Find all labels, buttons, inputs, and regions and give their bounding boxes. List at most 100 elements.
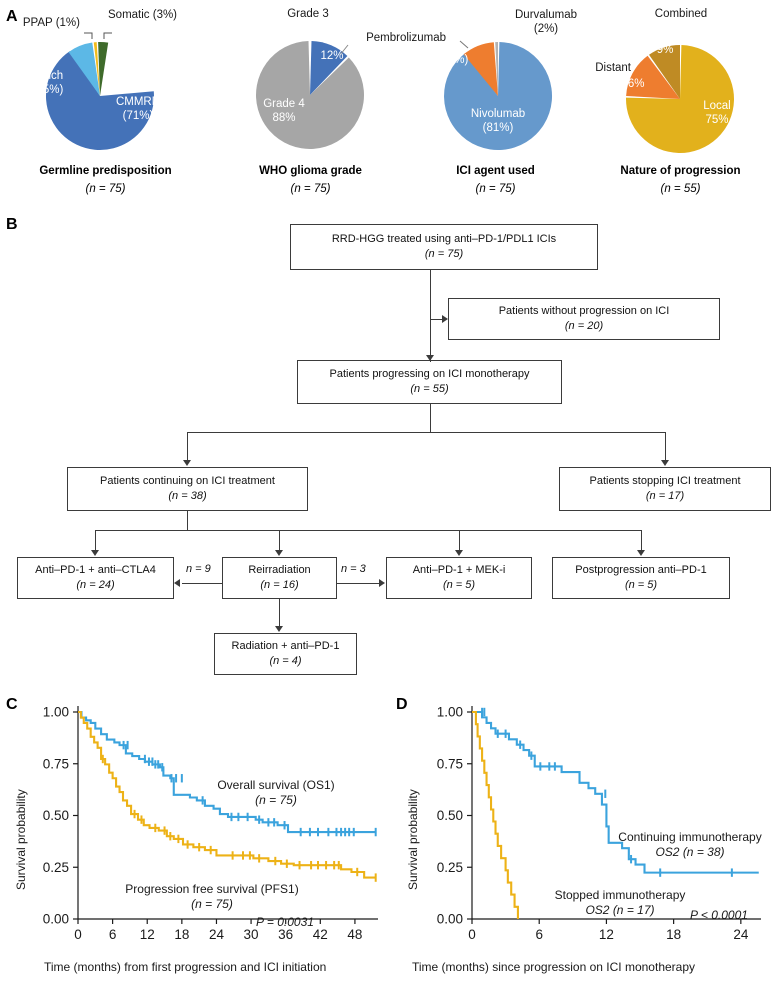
flow-box-no-progression-line2: (n = 20) xyxy=(564,320,604,332)
flow-box-continuing-line2: (n = 38) xyxy=(168,490,207,502)
pie-label-local-name: Local xyxy=(703,100,731,112)
y-tick-label: 0.00 xyxy=(437,912,463,927)
y-tick-label: 0.75 xyxy=(437,756,463,771)
slice-grade-3 xyxy=(310,41,348,95)
flow-box-postprogression-line2: (n = 5) xyxy=(624,579,658,591)
edge-label-reirr-to-ctla4: n = 9 xyxy=(186,563,211,575)
panel-d-annot-stopped-line2: OS2 (n = 17) xyxy=(585,903,655,917)
pie-label-cmmrd-name: CMMRD xyxy=(115,96,161,108)
pie-label-pembrolizumab: Pembrolizumab xyxy=(366,32,446,44)
leader-line-pembrolizumab xyxy=(459,40,469,49)
pie-label-lynch-pct: (25%) xyxy=(32,83,64,96)
connector-reirr-to-ctla4 xyxy=(182,583,222,585)
panel-d-annot-continuing-line2: OS2 (n = 38) xyxy=(655,845,725,859)
panel-a-letter: A xyxy=(6,8,18,25)
panel-d-letter: D xyxy=(396,696,408,713)
connector-progressing-down xyxy=(430,404,432,432)
km-curve xyxy=(78,710,376,879)
arrow-into-continuing xyxy=(183,460,191,466)
arrow-into-ctla4-from-reirr xyxy=(174,579,180,587)
arrow-into-stopping xyxy=(661,460,669,466)
flow-box-stopping: Patients stopping ICI treatment (n = 17) xyxy=(559,467,771,511)
flow-box-postprogression: Postprogression anti–PD-1 (n = 5) xyxy=(552,557,730,599)
pie-progression-graphic xyxy=(583,0,778,160)
km-curve xyxy=(472,710,519,919)
flow-box-stopping-line2: (n = 17) xyxy=(645,490,685,502)
pie-label-durvalumab-name: Durvalumab xyxy=(515,9,577,21)
pie-label-pembrolizumab-pct: (17%) xyxy=(437,54,469,66)
connector-split-bus xyxy=(187,432,665,434)
flow-box-root-line1: RRD-HGG treated using anti–PD-1/PDL1 ICI… xyxy=(331,233,557,246)
slice-ppap xyxy=(93,42,100,96)
flow-box-no-progression: Patients without progression on ICI (n =… xyxy=(448,298,720,340)
flow-box-radiation-pd1-line2: (n = 4) xyxy=(269,655,302,667)
pie-label-local-pct: 75% xyxy=(705,113,729,126)
connector-to-stopping xyxy=(665,432,667,460)
pie-who-graphic xyxy=(213,0,408,160)
flow-box-meki-line1: Anti–PD-1 + MEK-i xyxy=(412,564,506,577)
x-tick-label: 24 xyxy=(733,927,749,942)
connector-therapy-bus xyxy=(95,530,641,532)
pie-progression-svg xyxy=(626,45,735,154)
y-tick-label: 0.50 xyxy=(437,808,463,823)
x-tick-label: 30 xyxy=(244,927,259,942)
flow-box-continuing: Patients continuing on ICI treatment (n … xyxy=(67,467,308,511)
panel-d-annotation-continuing: Continuing immunotherapy OS2 (n = 38) xyxy=(602,830,778,860)
leader-line-somatic xyxy=(103,32,112,39)
x-tick-label: 24 xyxy=(209,927,225,942)
connector-to-meki xyxy=(459,530,461,550)
panel-d-annot-stopped-line1: Stopped immunotherapy xyxy=(554,888,686,902)
pie-who-n: (n = 75) xyxy=(290,183,331,195)
arrow-into-postprogression xyxy=(637,550,645,556)
leader-line-ppap xyxy=(84,32,93,39)
panel-c-annot-pfs1-line2: (n = 75) xyxy=(191,897,233,911)
flow-box-stopping-line1: Patients stopping ICI treatment xyxy=(589,475,741,488)
slice-nivolumab xyxy=(444,42,553,151)
flow-box-reirradiation-line1: Reirradiation xyxy=(248,564,311,577)
pie-label-grade-4-pct: 88% xyxy=(272,111,296,124)
connector-reirr-to-meki xyxy=(337,583,379,585)
connector-to-ctla4 xyxy=(95,530,97,550)
x-tick-label: 0 xyxy=(468,927,476,942)
pie-chart-who-glioma-grade: Grade 3 12% Grade 4 88% WHO glioma grade… xyxy=(213,0,408,212)
arrow-into-meki-from-reirr xyxy=(379,579,385,587)
pie-label-combined: Combined xyxy=(654,8,708,20)
flow-box-no-progression-line1: Patients without progression on ICI xyxy=(498,305,670,318)
flow-box-ctla4-line1: Anti–PD-1 + anti–CTLA4 xyxy=(35,564,156,577)
y-tick-label: 1.00 xyxy=(437,705,463,720)
pie-label-distant-pct: 16% xyxy=(621,78,645,90)
slice-local xyxy=(626,45,735,154)
pie-chart-ici-agent-used: Pembrolizumab (17%) Durvalumab (2%) Nivo… xyxy=(366,0,593,212)
x-tick-label: 12 xyxy=(599,927,614,942)
panel-c-annotation-os1: Overall survival (OS1) (n = 75) xyxy=(196,778,356,808)
pie-label-cmmrd: CMMRD (71%) xyxy=(100,96,176,124)
pie-label-grade-3: Grade 3 xyxy=(287,8,329,20)
pie-label-grade-4: Grade 4 88% xyxy=(251,98,317,126)
x-tick-label: 42 xyxy=(313,927,328,942)
panel-b-letter: B xyxy=(6,216,18,233)
flow-box-radiation-pd1: Radiation + anti–PD-1 (n = 4) xyxy=(214,633,357,675)
pie-label-grade-4-name: Grade 4 xyxy=(263,98,305,110)
x-tick-label: 18 xyxy=(666,927,681,942)
edge-label-reirr-to-meki: n = 3 xyxy=(341,563,366,575)
connector-root-down xyxy=(430,270,432,362)
pie-label-local: Local 75% xyxy=(689,100,745,128)
flow-box-root: RRD-HGG treated using anti–PD-1/PDL1 ICI… xyxy=(290,224,598,270)
pie-label-nivolumab: Nivolumab (81%) xyxy=(454,108,542,136)
connector-to-postprogression xyxy=(641,530,643,550)
arrow-into-progressing xyxy=(426,355,434,361)
pie-label-durvalumab-pct: (2%) xyxy=(533,22,559,35)
panel-c-annotation-pfs1: Progression free survival (PFS1) (n = 75… xyxy=(104,882,320,912)
pie-label-combined-pct: 9% xyxy=(656,44,674,56)
panel-d-pvalue: P < 0.0001 xyxy=(690,908,748,922)
pie-label-nivolumab-pct: (81%) xyxy=(482,121,514,134)
pie-progression-n: (n = 55) xyxy=(660,183,701,195)
connector-to-no-progression xyxy=(430,319,444,321)
flow-box-reirradiation: Reirradiation (n = 16) xyxy=(222,557,337,599)
x-tick-label: 0 xyxy=(74,927,82,942)
flow-box-progressing-line1: Patients progressing on ICI monotherapy xyxy=(329,368,530,381)
pie-label-somatic: Somatic (3%) xyxy=(108,9,178,21)
